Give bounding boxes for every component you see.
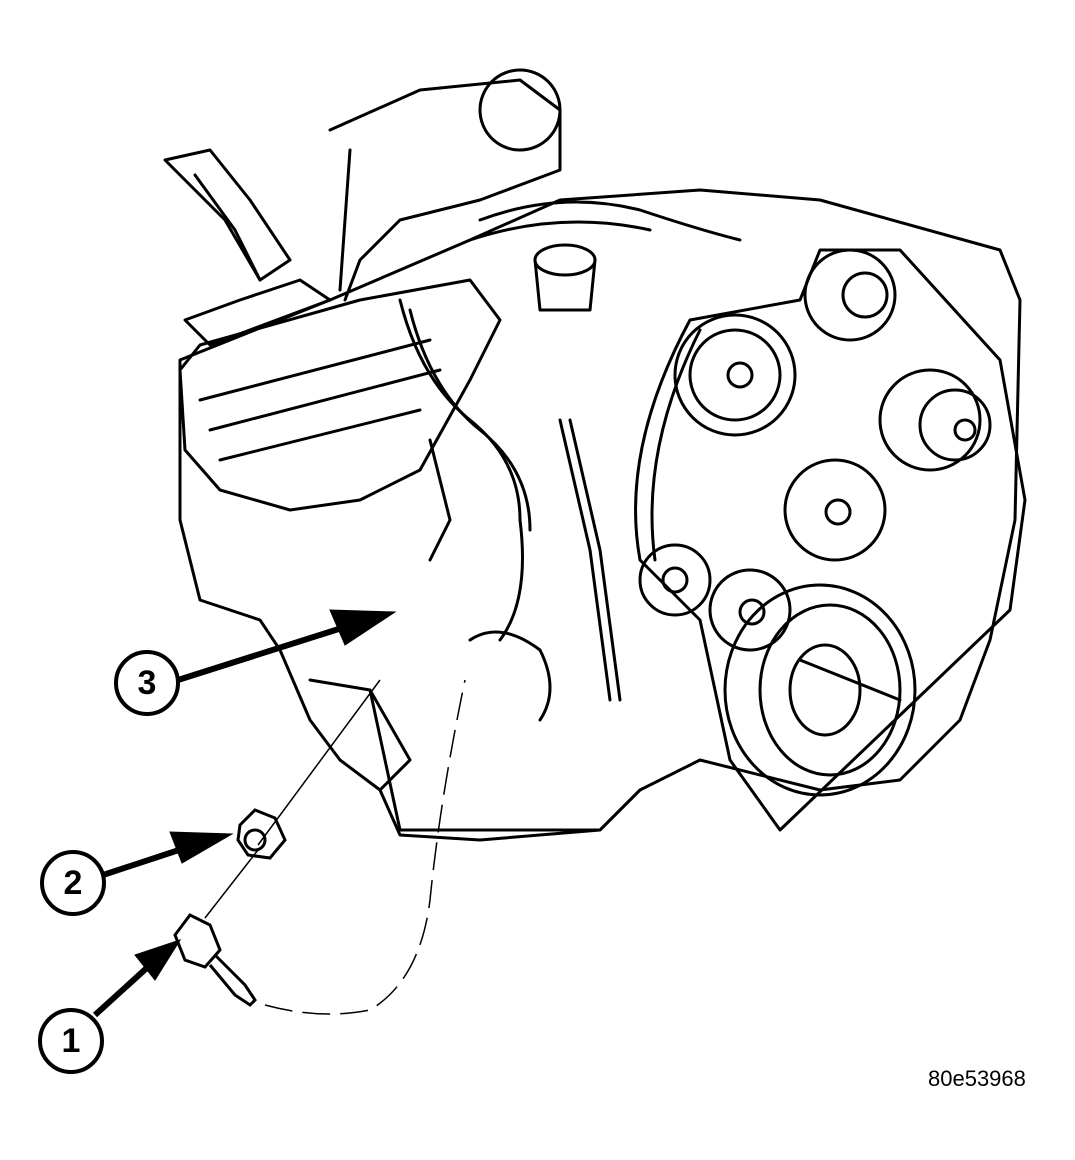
callout-3-label: 3 bbox=[137, 663, 157, 702]
callout-1: 1 bbox=[38, 1008, 104, 1074]
callout-1-label: 1 bbox=[61, 1021, 81, 1060]
callout-3: 3 bbox=[114, 650, 180, 716]
callout-2: 2 bbox=[40, 850, 106, 916]
figure-id: 80e53968 bbox=[928, 1066, 1026, 1091]
callout-2-label: 2 bbox=[63, 863, 83, 902]
